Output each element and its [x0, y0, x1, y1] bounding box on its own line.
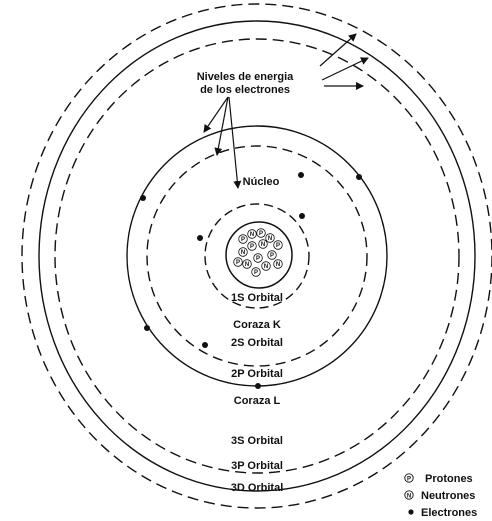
electron	[299, 213, 305, 219]
particle-letter: N	[261, 242, 265, 248]
electron-symbol-icon	[408, 509, 413, 514]
label-niveles-line1: Niveles de energia	[197, 71, 294, 83]
electron	[202, 342, 208, 348]
legend-protones: P Protones	[405, 473, 473, 485]
legend-neutrones-label: Neutrones	[421, 490, 475, 502]
legend: P Protones N Neutrones Electrones	[405, 473, 477, 519]
electron	[356, 174, 362, 180]
arrows	[204, 34, 368, 188]
label-2p-orbital: 2P Orbital	[231, 368, 283, 380]
legend-neutrones: N Neutrones	[405, 490, 476, 502]
label-3p-orbital: 3P Orbital	[231, 460, 283, 472]
particle-letter: P	[236, 260, 240, 266]
neutron-symbol-letter: N	[407, 493, 411, 499]
proton-symbol-letter: P	[407, 476, 411, 482]
particle-letter: P	[254, 270, 258, 276]
arrow-to-3d	[320, 34, 356, 66]
particle-letter: P	[250, 244, 254, 250]
particle-letter: P	[276, 243, 280, 249]
label-coraza-k: Coraza K	[233, 319, 281, 331]
particle-letter: N	[245, 262, 249, 268]
particle-letter: N	[264, 264, 268, 270]
particle-letter: N	[250, 232, 254, 238]
legend-electrones: Electrones	[408, 507, 477, 519]
label-3s-orbital: 3S Orbital	[231, 435, 283, 447]
label-3d-orbital: 3D Orbital	[231, 482, 284, 494]
particle-letter: P	[256, 256, 260, 262]
legend-protones-label: Protones	[425, 473, 473, 485]
electron	[197, 235, 203, 241]
electron	[255, 383, 261, 389]
particle-letter: N	[241, 250, 245, 256]
particle-letter: P	[241, 237, 245, 243]
label-2s-orbital: 2S Orbital	[231, 337, 283, 349]
label-nucleo: Núcleo	[243, 176, 280, 188]
electron	[144, 325, 150, 331]
particle-letter: P	[270, 253, 274, 259]
label-coraza-l: Coraza L	[234, 395, 281, 407]
particle-letter: P	[259, 231, 263, 237]
arrow-to-1s	[229, 97, 238, 188]
electron	[298, 172, 304, 178]
label-niveles-line2: de los electrones	[200, 84, 290, 96]
particle-letter: N	[268, 236, 272, 242]
label-1s-orbital: 1S Orbital	[231, 292, 283, 304]
particle-letter: N	[276, 262, 280, 268]
electron	[140, 195, 146, 201]
legend-electrones-label: Electrones	[421, 507, 477, 519]
